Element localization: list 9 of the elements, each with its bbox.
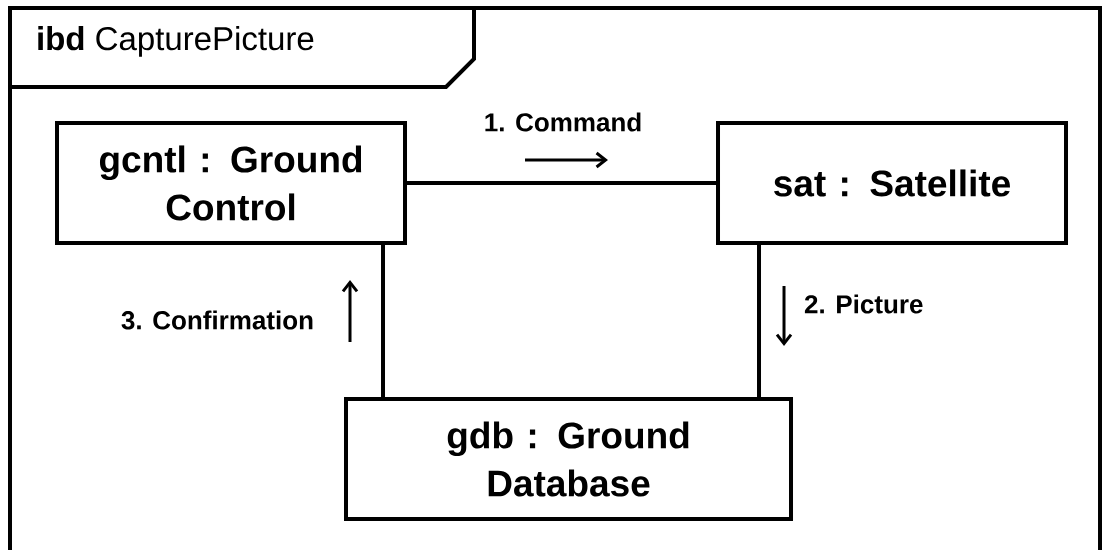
part-box: sat : Satellite [716,121,1068,245]
connector [407,181,716,185]
connector [757,245,761,397]
connector [381,245,385,397]
part-box: gcntl : Ground Control [55,121,407,245]
edge-label: 1. Command [485,112,641,132]
part-box: gdb : Ground Database [344,397,793,521]
edge-label: 3. Confirmation [121,310,313,330]
edge-label: 2. Picture [804,294,923,314]
